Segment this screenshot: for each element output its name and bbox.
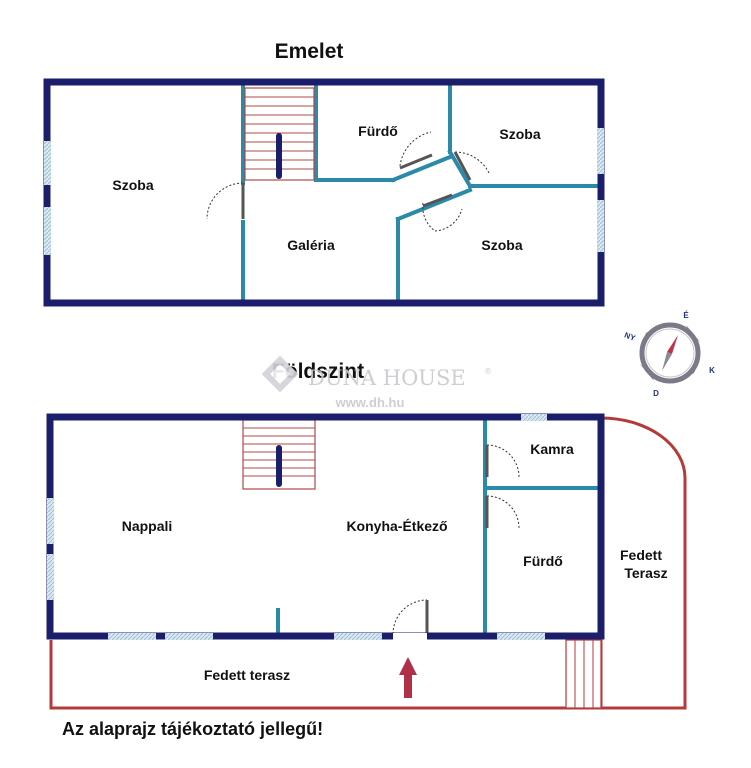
ground-door-swings: [392, 444, 520, 635]
compass-label-north: É: [683, 311, 689, 320]
upper-door-leaves: [241, 151, 472, 219]
watermark-url: www.dh.hu: [335, 395, 405, 410]
ground-door-leaves: [425, 445, 489, 634]
room-label-upper-bedroom-right-bottom: Szoba: [481, 237, 522, 253]
upper-inner-walls: [241, 82, 600, 303]
entrance-arrow-icon: [399, 657, 417, 698]
ground-stairs: [242, 419, 316, 490]
compass-label-south: D: [653, 389, 659, 398]
ground-windows: [47, 414, 547, 640]
room-label-upper-bedroom-right-top: Szoba: [499, 126, 540, 142]
room-label-upper-bathroom: Fürdő: [358, 123, 398, 139]
watermark-registered: ®: [484, 367, 492, 376]
room-label-pantry: Kamra: [530, 441, 574, 457]
upper-outer-wall: [43, 78, 605, 307]
upper-floor-plan: Szoba Fürdő Szoba Galéria Szoba: [43, 78, 605, 307]
room-label-ground-bathroom: Fürdő: [523, 553, 563, 569]
upper-windows: [44, 128, 604, 255]
ground-floor-plan: Nappali Konyha-Étkező Kamra Fürdő Fedett…: [46, 413, 687, 710]
room-label-upper-bedroom-left: Szoba: [112, 177, 153, 193]
compass-needle-north: [667, 335, 678, 354]
upper-stairs: [244, 87, 315, 181]
upper-floor-title: Emelet: [275, 40, 344, 63]
ground-inner-walls: [276, 419, 598, 636]
room-label-living-room: Nappali: [122, 518, 173, 534]
room-label-gallery: Galéria: [287, 237, 335, 253]
room-label-side-terrace-line1: Fedett: [620, 547, 662, 563]
terrace-steps: [565, 639, 602, 709]
compass-label-east: K: [709, 366, 715, 375]
watermark: DUNA HOUSE ® www.dh.hu: [261, 355, 492, 410]
entrance-opening: [393, 633, 427, 640]
upper-door-swings: [206, 131, 490, 232]
room-label-side-terrace-line2: Terasz: [624, 565, 667, 581]
compass-rose: É NY K D: [623, 311, 715, 398]
compass-needle-south: [662, 352, 672, 371]
disclaimer-text: Az alaprajz tájékoztató jellegű!: [62, 719, 323, 739]
watermark-brand: DUNA HOUSE: [308, 366, 466, 390]
compass-label-west: NY: [623, 331, 637, 343]
room-label-front-terrace: Fedett terasz: [204, 667, 290, 683]
room-label-kitchen-dining: Konyha-Étkező: [346, 518, 447, 534]
